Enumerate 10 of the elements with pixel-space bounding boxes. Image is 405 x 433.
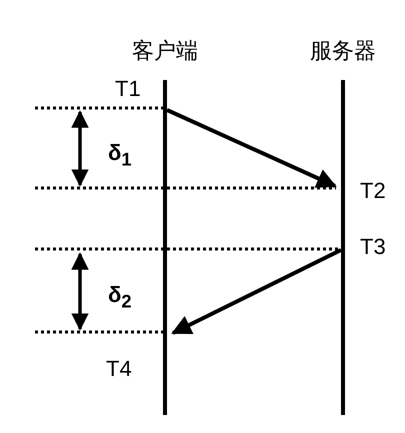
time-label: T1	[115, 76, 141, 102]
time-label: T4	[106, 356, 132, 382]
delay-label: δ$_{1}$	[108, 140, 132, 170]
lifeline-heading: 服务器	[310, 38, 376, 66]
time-label: T3	[360, 234, 386, 260]
delay-label: δ$_{2}$	[108, 282, 132, 312]
message-arrow	[166, 108, 337, 188]
lifeline-heading: 客户端	[132, 38, 198, 66]
message-arrow	[171, 248, 342, 335]
time-label: T2	[360, 178, 386, 204]
